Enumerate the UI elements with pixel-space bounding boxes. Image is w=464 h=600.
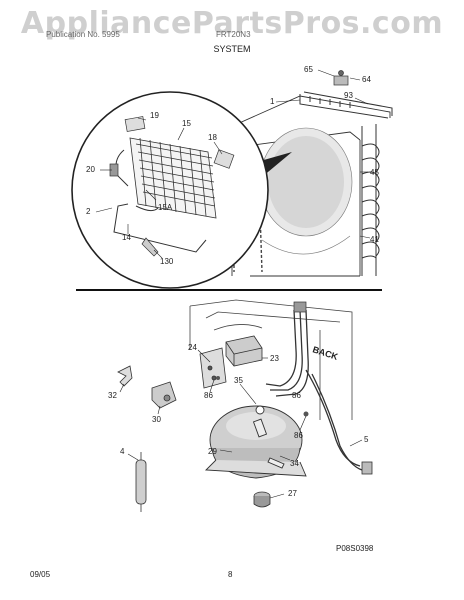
callout-15: 15 xyxy=(182,119,191,128)
callout-15a: 15A xyxy=(158,203,173,212)
callout-5: 5 xyxy=(364,435,369,444)
callout-2: 2 xyxy=(86,207,91,216)
callout-130: 130 xyxy=(160,257,174,266)
watermark: AppliancePartsPros.com xyxy=(20,6,444,41)
leader-lines xyxy=(95,69,371,499)
callout-4: 4 xyxy=(120,447,125,456)
callout-93: 93 xyxy=(344,91,353,100)
grommet xyxy=(253,491,271,508)
back-panel-shading xyxy=(259,127,353,255)
relay xyxy=(225,335,263,367)
callout-45: 45 xyxy=(370,168,379,177)
wire-harness xyxy=(265,309,363,471)
screw-86-lower xyxy=(216,376,220,380)
overload-protector xyxy=(151,381,177,409)
publication-number: Publication No. 5995 xyxy=(46,30,120,39)
callout-86-left: 86 xyxy=(204,391,213,400)
evaporator-detail-circle xyxy=(71,91,269,289)
callout-64: 64 xyxy=(362,75,371,84)
callout-35: 35 xyxy=(234,376,243,385)
callout-27: 27 xyxy=(288,489,297,498)
callout-19: 19 xyxy=(150,111,159,120)
callout-65: 65 xyxy=(304,65,313,74)
screw-86-right xyxy=(303,411,309,417)
callout-14: 14 xyxy=(122,233,131,242)
callout-20: 20 xyxy=(86,165,95,174)
relay-bracket xyxy=(199,347,227,389)
callout-34: 34 xyxy=(290,459,299,468)
footer-date: 09/05 xyxy=(30,570,51,579)
callout-29: 29 xyxy=(208,447,217,456)
back-label: BACK xyxy=(311,344,339,362)
callout-32: 32 xyxy=(108,391,117,400)
callout-86-lower: 86 xyxy=(294,431,303,440)
callout-24: 24 xyxy=(188,343,197,352)
drawing-reference: P08S0398 xyxy=(336,544,374,553)
callout-86-right: 86 xyxy=(292,391,301,400)
power-cord xyxy=(361,461,373,475)
callout-18: 18 xyxy=(208,133,217,142)
callout-30: 30 xyxy=(152,415,161,424)
part-64-bracket xyxy=(333,70,349,86)
clip xyxy=(117,365,133,387)
harness-connector xyxy=(293,301,307,313)
callout-41: 41 xyxy=(370,235,379,244)
compressor xyxy=(204,405,307,479)
section-title: SYSTEM xyxy=(213,44,251,54)
footer-page-number: 8 xyxy=(228,570,233,579)
condenser-coil xyxy=(299,91,393,276)
callout-23: 23 xyxy=(270,354,279,363)
callout-1: 1 xyxy=(270,97,275,106)
model-number: FRT20N3 xyxy=(216,30,251,39)
filter-drier xyxy=(135,452,147,512)
